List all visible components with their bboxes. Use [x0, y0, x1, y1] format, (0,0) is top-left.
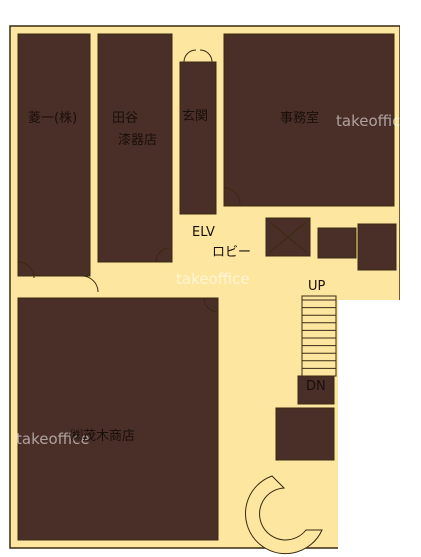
door-swing-genkan-top2 [199, 49, 213, 63]
door-swing-genkan-top [183, 49, 197, 63]
core-room-lower [275, 407, 335, 461]
toilet-room [357, 223, 397, 271]
watermark-1: takeoffice [336, 112, 410, 130]
stair-treads [302, 299, 336, 369]
label-hishiichi: 菱一(株) [28, 111, 77, 126]
door-swing-hishiichi [81, 275, 99, 293]
room-jimusho [223, 33, 395, 207]
watermark-3: takeoffice [16, 430, 90, 448]
elevator-cross-2 [269, 221, 307, 253]
exterior-notch-top [400, 0, 421, 300]
label-genkan: 玄関 [182, 109, 208, 124]
door-swing-shigeki [203, 297, 219, 313]
room-hishiichi [17, 33, 91, 277]
door-swing-jimusho [223, 187, 241, 205]
label-lobby: ロビー [212, 245, 251, 260]
label-elv: ELV [192, 225, 215, 240]
watermark-2: takeoffice [176, 270, 250, 288]
room-shigeki [17, 297, 219, 541]
label-stairs-up: UP [308, 279, 326, 294]
label-jimusho: 事務室 [280, 110, 319, 126]
core-room-right [297, 375, 335, 405]
exterior-notch [338, 300, 421, 557]
door-swing-left [17, 261, 35, 279]
spiral-stair [245, 475, 323, 555]
label-taniya-2: 漆器店 [118, 132, 157, 148]
room-taniya [97, 33, 173, 263]
label-taniya-1: 田谷 [112, 111, 138, 126]
label-stairs-dn: DN [306, 379, 326, 394]
room-genkan [179, 61, 217, 215]
stairs-block [301, 295, 337, 377]
core-room-small [317, 227, 357, 259]
label-shigeki: ㈱茂木商店 [70, 429, 135, 444]
door-swing-taniya [155, 247, 171, 263]
